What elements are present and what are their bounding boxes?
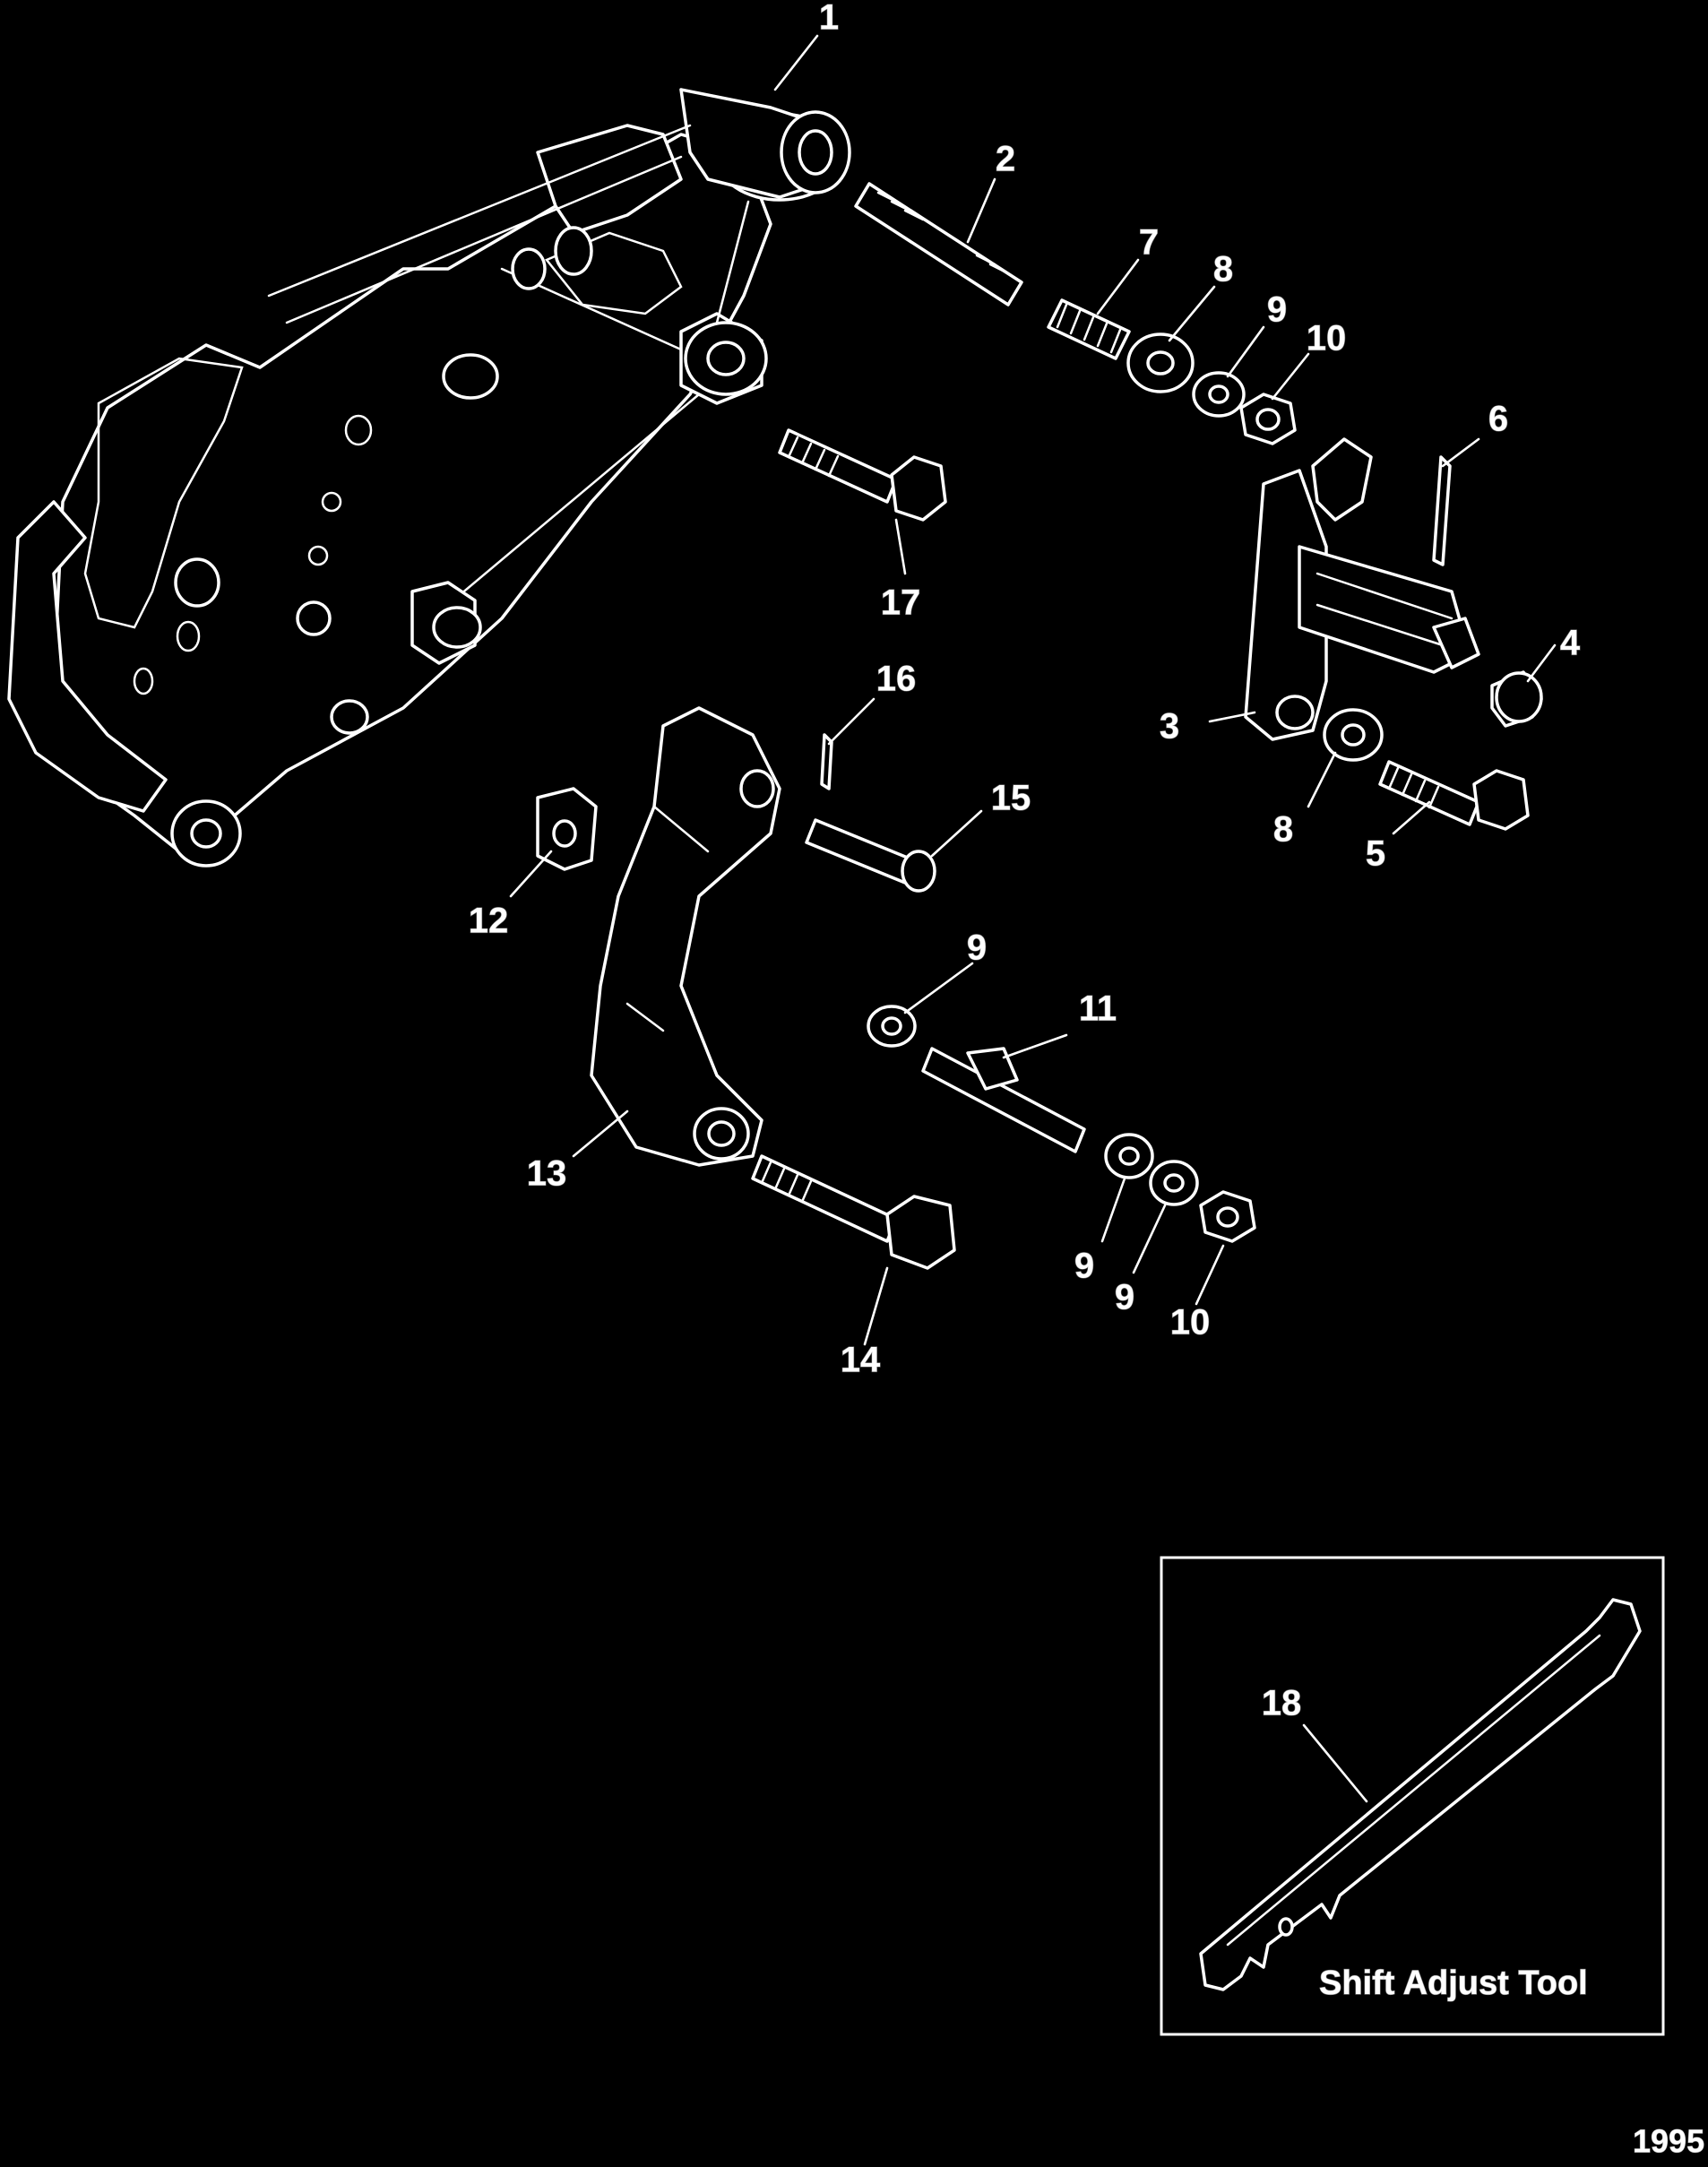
callout-14: 14 <box>841 1341 881 1380</box>
callout-5: 5 <box>1366 834 1385 874</box>
callout-16: 16 <box>876 660 917 699</box>
washer-part-9-lower-a <box>867 1005 917 1048</box>
callout-17: 17 <box>881 583 921 623</box>
callout-1: 1 <box>819 0 839 38</box>
plate-part-12 <box>536 787 598 871</box>
callout-labels: 1 2 7 8 9 10 6 17 16 3 4 15 8 5 12 9 11 … <box>468 0 1581 1380</box>
callout-7: 7 <box>1139 223 1159 263</box>
figure-number: 1995 <box>1633 2123 1704 2160</box>
cotter-pin-part-6 <box>1432 455 1452 566</box>
callout-4: 4 <box>1560 624 1581 663</box>
callout-8b: 8 <box>1273 810 1293 850</box>
callout-3: 3 <box>1160 707 1179 747</box>
bolt-part-17 <box>778 428 947 522</box>
inset-frame <box>1160 1556 1665 2036</box>
shift-lever-part-3 <box>1244 437 1480 741</box>
spring-part-7 <box>1047 298 1131 360</box>
inset-shift-adjust-tool: 18 Shift Adjust Tool <box>1160 1556 1665 2036</box>
bolt-part-5 <box>1378 760 1530 831</box>
nut-part-10-lower <box>1199 1190 1256 1243</box>
callout-18: 18 <box>1262 1684 1302 1723</box>
callout-12: 12 <box>469 902 509 941</box>
washer-part-9-upper <box>1192 371 1246 418</box>
callout-9a: 9 <box>1267 290 1287 330</box>
callout-10a: 10 <box>1307 319 1347 358</box>
washer-part-8-upper <box>1126 332 1195 393</box>
callout-6: 6 <box>1488 400 1508 439</box>
bolt-part-14 <box>751 1154 956 1270</box>
callout-10b: 10 <box>1170 1303 1211 1343</box>
washer-part-8-lower <box>1323 708 1384 762</box>
leader-lines <box>509 34 1557 1346</box>
stud-part-11 <box>921 1047 1086 1153</box>
callout-13: 13 <box>527 1154 567 1194</box>
cotter-pin-part-16 <box>820 733 833 790</box>
callout-2: 2 <box>996 140 1015 179</box>
callout-8a: 8 <box>1213 250 1233 289</box>
shift-adjust-tool-part-18 <box>1199 1598 1642 1991</box>
callout-9c: 9 <box>1074 1247 1094 1286</box>
callout-9d: 9 <box>1115 1278 1134 1317</box>
callout-15: 15 <box>991 779 1031 818</box>
callout-11: 11 <box>1079 989 1117 1029</box>
cap-part-4 <box>1490 670 1543 728</box>
shift-bracket-part-1 <box>7 88 851 868</box>
stud-part-2 <box>854 182 1023 306</box>
leader-18 <box>1302 1723 1368 1803</box>
nut-part-10-upper <box>1239 393 1297 445</box>
pin-part-15 <box>805 818 936 893</box>
callout-9b: 9 <box>967 928 987 968</box>
washer-part-9-lower-c <box>1149 1160 1199 1206</box>
washer-part-9-lower-b <box>1104 1133 1154 1179</box>
inset-caption: Shift Adjust Tool <box>1319 1964 1588 2002</box>
lever-part-13 <box>590 706 781 1167</box>
